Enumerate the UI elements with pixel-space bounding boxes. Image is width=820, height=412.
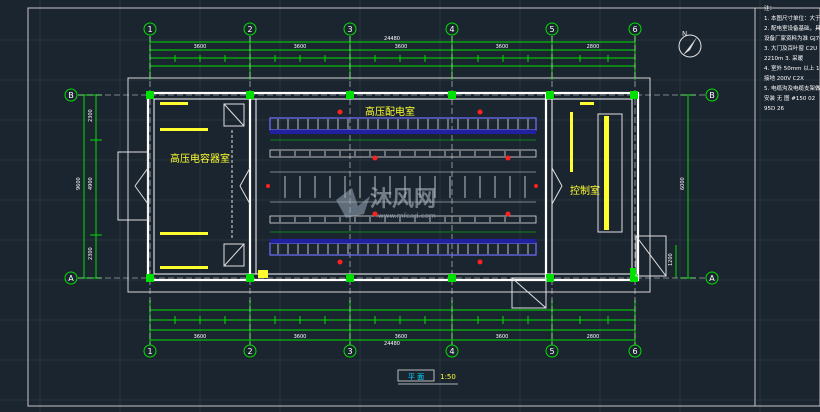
drawing-title-text: 平 面: [408, 373, 424, 381]
note-line-9: 安装 无 图 #150 02: [764, 94, 815, 102]
note-line-4: 3. 大门及百叶窗 C2U: [764, 44, 817, 52]
dim-total-top: 24480: [384, 36, 400, 42]
svg-text:N: N: [682, 30, 687, 38]
dim-span-2-bottom: 3600: [294, 334, 307, 340]
dim-right-small: 1200: [668, 253, 674, 266]
dim-span-3-bottom: 3600: [395, 334, 408, 340]
top-dimensions: [149, 36, 636, 80]
notes-heading: 注：: [764, 4, 775, 12]
room-label-hv: 高压配电室: [365, 105, 415, 118]
axis-label-3-bottom: 3: [347, 347, 352, 356]
axis-label-a-right: A: [709, 274, 715, 283]
note-line-8: 5. 电缆沟及电缆支架做法参见: [764, 84, 820, 92]
dim-total-width: 9600: [76, 177, 82, 190]
red-markers: [266, 109, 538, 265]
dim-span-1: 3600: [194, 44, 207, 50]
dim-left-a: 2300: [88, 109, 94, 122]
dim-span-3: 3600: [395, 44, 408, 50]
axis-label-3: 3: [347, 25, 352, 34]
dim-span-5-bottom: 2800: [587, 334, 600, 340]
drawing-scale: 1:50: [440, 373, 456, 381]
axis-bubbles-top: [64, 22, 719, 358]
dim-span-4: 3600: [496, 44, 509, 50]
dim-span-1-bottom: 3600: [194, 334, 207, 340]
control-room-equipment: [551, 102, 623, 233]
note-line-2: 2. 配电室设备基础，具体位置以: [764, 24, 820, 32]
dim-right-total: 6000: [680, 177, 686, 190]
dim-left-b: 4900: [88, 177, 94, 190]
drawing-title: 平 面 1:50: [397, 369, 458, 385]
watermark: 沐风网 www.mfcad.com: [336, 187, 436, 220]
north-arrow-icon: N: [678, 30, 702, 58]
dim-span-5: 2800: [587, 44, 600, 50]
watermark-text: 沐风网: [370, 187, 436, 212]
right-entrance: [511, 235, 667, 309]
axis-label-5-bottom: 5: [549, 347, 554, 356]
axis-label-b-left: B: [68, 91, 74, 100]
room-label-capacitor: 高压电容器室: [170, 152, 230, 165]
note-line-5: 2210m 3. 采暖: [764, 54, 804, 62]
axis-label-1: 1: [147, 25, 152, 34]
switchgear-cells: [277, 119, 529, 254]
switchgear-rows: [269, 117, 537, 256]
side-dimension-texts: 9600 2300 4900 2300 6000 1200: [76, 109, 686, 266]
capacitor-room-equipment: [160, 102, 245, 269]
watermark-url: www.mfcad.com: [378, 212, 436, 220]
dimension-texts: 24480 24480 3600 3600 3600 3600 2800 360…: [194, 36, 600, 347]
axis-label-4-bottom: 4: [449, 347, 454, 356]
ground-terminal: [258, 270, 268, 278]
note-line-1: 1. 本图尺寸单位：大于零以毫米: [764, 14, 820, 22]
axis-label-2-bottom: 2: [247, 347, 252, 356]
bottom-dimensions: [149, 300, 636, 345]
note-line-6: 4. 室外 50mm 以上 1. C15: [764, 64, 820, 72]
apron-outline: [127, 77, 651, 293]
columns: [146, 91, 638, 282]
axis-label-b-right: B: [709, 91, 715, 100]
dim-span-4-bottom: 3600: [496, 334, 509, 340]
note-line-10: 95D 26: [764, 106, 784, 112]
axis-label-4: 4: [449, 25, 454, 34]
axis-label-a-left: A: [68, 274, 74, 283]
axis-label-6: 6: [632, 25, 637, 34]
notes-block: 注： 1. 本图尺寸单位：大于零以毫米 2. 配电室设备基础，具体位置以 设备厂…: [764, 4, 820, 112]
watermark-logo-icon: [336, 188, 370, 218]
left-entrance: [117, 151, 149, 221]
ground-markers: [258, 268, 636, 278]
room-label-control: 控制室: [570, 184, 600, 197]
axis-labels: 1 2 3 4 5 6 1 2 3 4 5 6 B A B A: [68, 25, 715, 356]
middle-door-left: [239, 167, 251, 205]
axis-label-2: 2: [247, 25, 252, 34]
note-line-3: 设备厂家资料为准 GJ70: [764, 34, 820, 42]
dim-span-2: 3600: [294, 44, 307, 50]
axis-label-6-bottom: 6: [632, 347, 637, 356]
note-line-7: 接地 200V C2X: [764, 74, 804, 82]
dim-left-c: 2300: [88, 247, 94, 260]
sheet-frame: [27, 7, 820, 407]
dim-total-bottom: 24480: [384, 341, 400, 347]
axis-label-5: 5: [549, 25, 554, 34]
axis-label-1-bottom: 1: [147, 347, 152, 356]
